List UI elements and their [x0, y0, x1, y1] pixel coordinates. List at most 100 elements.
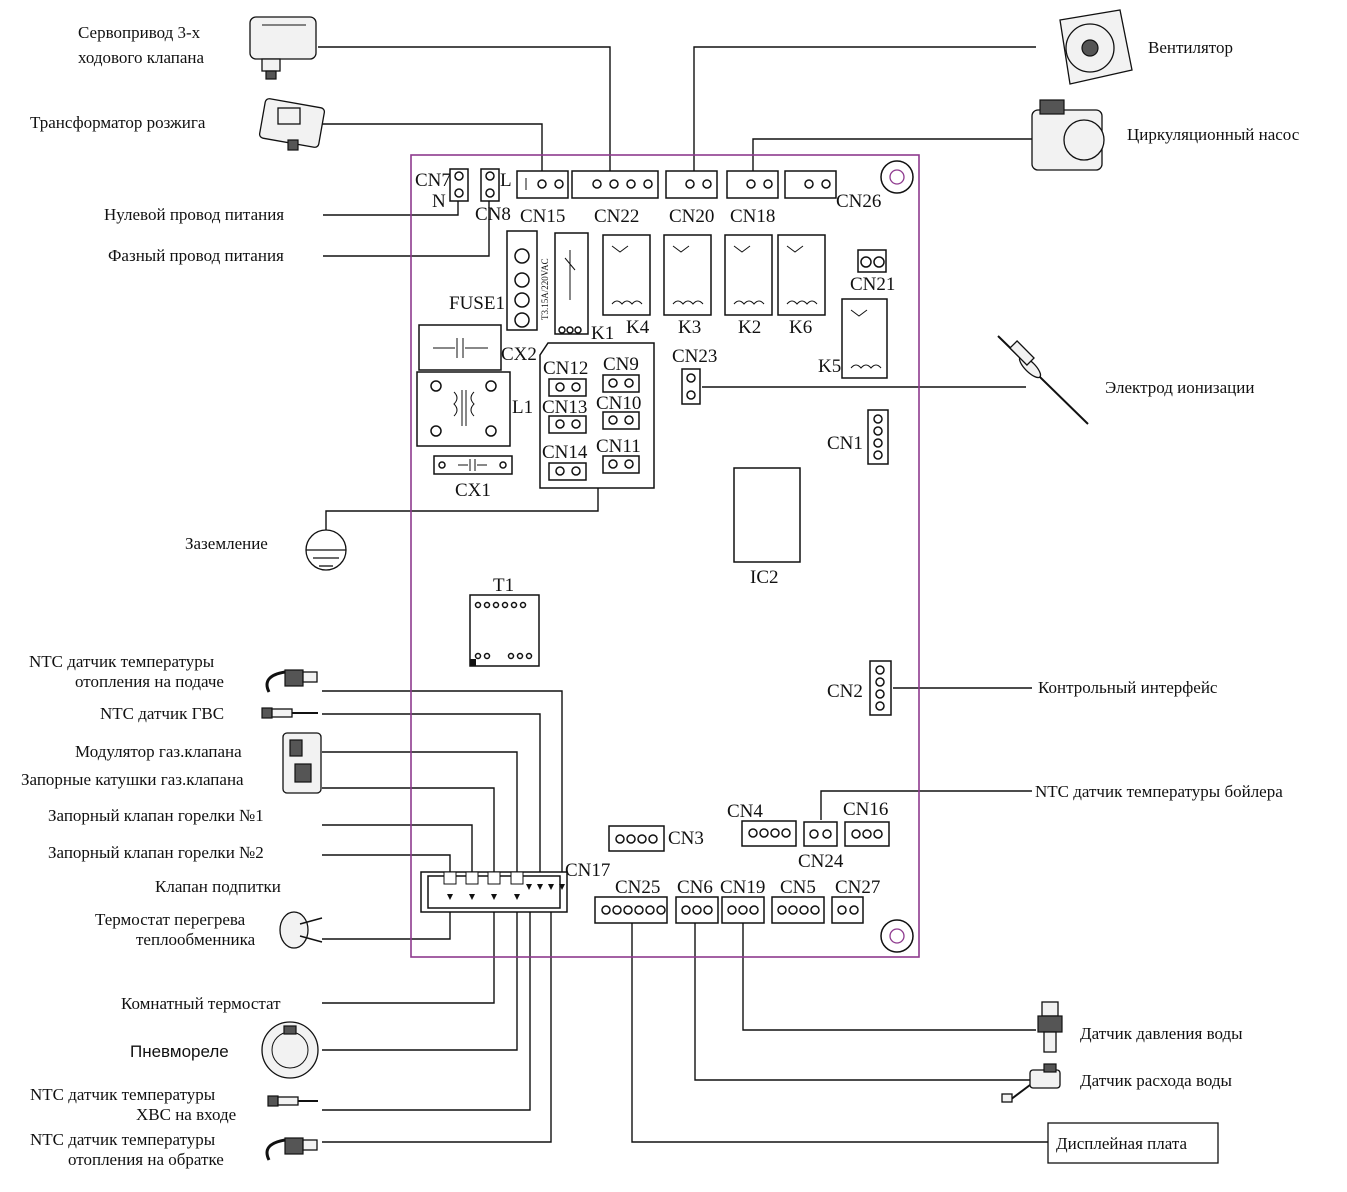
cn6-connector	[675, 896, 719, 924]
cn19-connector	[721, 896, 765, 924]
relay-k3	[663, 234, 712, 316]
ignition-transformer-label: Трансформатор розжига	[30, 113, 206, 132]
wires	[318, 46, 1048, 1143]
water-flow-label: Датчик расхода воды	[1080, 1071, 1233, 1090]
ntc-supply-label: NTC датчик температуры	[29, 652, 215, 671]
cn3-connector	[608, 825, 665, 852]
cn10-label: CN10	[596, 393, 641, 414]
cn9-label: CN9	[603, 354, 639, 375]
cn17-connector	[420, 871, 568, 913]
cx2-capacitor	[418, 324, 502, 371]
pressure-switch-icon	[261, 1021, 319, 1079]
cn19-label: CN19	[720, 877, 765, 898]
gas-valve-icon	[282, 732, 322, 794]
ntc-cold-label: NTC датчик температуры	[30, 1085, 216, 1104]
room-thermostat-label: Комнатный термостат	[121, 994, 281, 1013]
board-outline	[410, 154, 920, 958]
ic2-chip	[733, 467, 801, 563]
cx1-label: CX1	[455, 480, 491, 501]
ntc-dhw-label: NTC датчик ГВС	[100, 704, 224, 723]
cn15-connector	[516, 170, 569, 199]
ground-label: Заземление	[185, 534, 268, 553]
water-flow-sensor-icon	[1001, 1063, 1061, 1103]
cn22-label: CN22	[594, 206, 639, 227]
cn13-label: CN13	[542, 397, 587, 418]
pump-icon	[1031, 99, 1105, 171]
overheat-thermostat-icon	[279, 911, 323, 949]
control-interface-label: Контрольный интерфейс	[1038, 678, 1218, 697]
mount-hole-bottom	[880, 919, 914, 953]
water-pressure-label: Датчик давления воды	[1080, 1024, 1243, 1043]
burner-valve-1-label: Запорный клапан горелки №1	[48, 806, 264, 825]
fuse-label: FUSE1	[449, 293, 505, 314]
ntc-cold-icon	[267, 1095, 318, 1107]
t1-label: T1	[493, 575, 514, 596]
cn25-label: CN25	[615, 877, 660, 898]
cn20-connector	[665, 170, 718, 199]
k5-label: K5	[818, 356, 841, 377]
fuse1	[506, 230, 538, 331]
ntc-dhw-icon	[261, 707, 318, 719]
cn7-label: CN7	[415, 170, 451, 191]
cn17-label: CN17	[565, 860, 610, 881]
k1-label: K1	[591, 323, 614, 344]
cn12-label: CN12	[543, 358, 588, 379]
ntc-supply-icon	[265, 669, 318, 693]
cn11-label: CN11	[596, 436, 641, 457]
ionization-electrode-icon	[997, 335, 1089, 425]
fuse-rating-label: T3.15A/220VAC	[540, 258, 550, 320]
cn2-connector	[869, 660, 892, 716]
relay-k4	[602, 234, 651, 316]
ground-terminal-block	[539, 342, 655, 489]
cn23-connector	[681, 368, 701, 405]
cn5-connector	[771, 896, 825, 924]
servo-icon	[249, 16, 317, 80]
cn26-label: CN26	[836, 191, 881, 212]
ground-icon	[305, 529, 347, 571]
ntc-return-icon	[265, 1137, 318, 1161]
cn4-connector	[741, 820, 797, 847]
relay-k6	[777, 234, 826, 316]
pump-label: Циркуляционный насос	[1127, 125, 1300, 144]
ic2-label: IC2	[750, 567, 779, 588]
cn8-label: CN8	[475, 204, 511, 225]
pressure-switch-label: Пневмореле	[130, 1042, 229, 1061]
fill-valve-label: Клапан подпитки	[155, 877, 281, 896]
cn18-connector	[726, 170, 779, 199]
cn27-connector	[831, 896, 864, 924]
cn21-label: CN21	[850, 274, 895, 295]
water-pressure-sensor-icon	[1037, 1001, 1063, 1053]
cn14-label: CN14	[542, 442, 588, 463]
burner-valve-2-label: Запорный клапан горелки №2	[48, 843, 264, 862]
cn1-connector	[867, 409, 889, 465]
k3-label: K3	[678, 317, 701, 338]
overheat-thermostat-label-line2: теплообменника	[136, 930, 256, 949]
l1-label: L1	[512, 397, 533, 418]
cx1-capacitor	[433, 455, 513, 475]
fan-icon	[1059, 9, 1133, 85]
cn6-label: CN6	[677, 877, 713, 898]
cn23-label: CN23	[672, 346, 717, 367]
n-label: N	[432, 191, 446, 212]
cn24-label: CN24	[798, 851, 844, 872]
cn5-label: CN5	[780, 877, 816, 898]
cn21-connector	[857, 249, 887, 273]
gas-modulator-label: Модулятор газ.клапана	[75, 742, 242, 761]
cn26-connector	[784, 170, 837, 199]
cn2-label: CN2	[827, 681, 863, 702]
neutral-wire-label: Нулевой провод питания	[104, 205, 284, 224]
servo-label-line2: ходового клапана	[78, 48, 205, 67]
t1-transformer	[469, 594, 540, 667]
cn16-connector	[844, 821, 890, 847]
servo-label: Сервопривод 3-х	[78, 23, 201, 42]
cn27-label: CN27	[835, 877, 880, 898]
ntc-return-label: NTC датчик температуры	[30, 1130, 216, 1149]
cn16-label: CN16	[843, 799, 888, 820]
cn22-connector	[571, 170, 659, 199]
relay-k1	[554, 232, 589, 335]
device-labels: Сервопривод 3-х ходового клапана Трансфо…	[21, 23, 1300, 1169]
gas-coils-label: Запорные катушки газ.клапана	[21, 770, 244, 789]
cn1-label: CN1	[827, 433, 863, 454]
relay-k5	[841, 298, 888, 379]
